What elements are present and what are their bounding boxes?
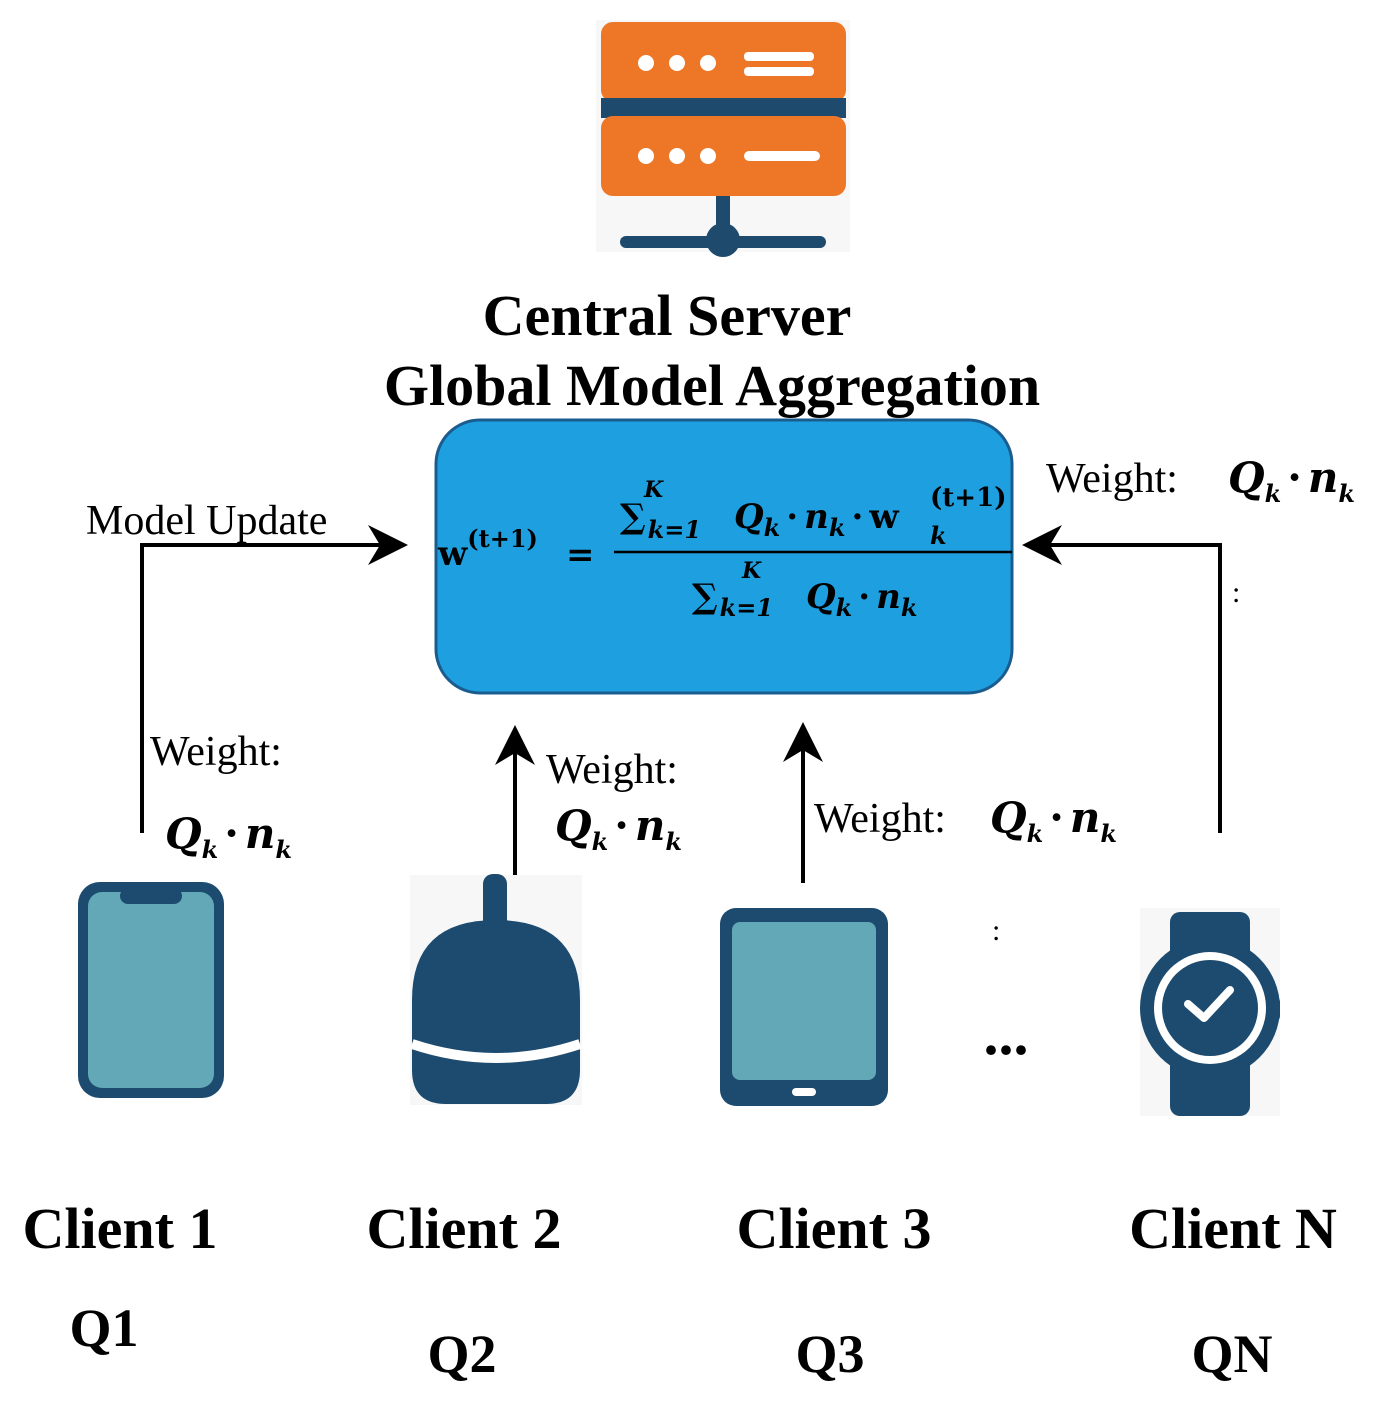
client-N-name: Client N — [1129, 1196, 1337, 1261]
arrow-client1-to-server — [140, 525, 408, 833]
svg-text:∑k=1: ∑k=1 — [692, 577, 773, 622]
server-title: Central Server — [483, 283, 852, 348]
svg-text:Qk·nk·w: Qk·nk·w — [734, 497, 899, 542]
denominator-limit: K — [741, 558, 762, 584]
numerator-w-sup: (t+1) — [930, 483, 1007, 513]
svg-text:w(t+1): w(t+1) — [437, 524, 538, 574]
server-rack-top — [601, 22, 846, 102]
formula-lhs-sup: (t+1) — [467, 524, 538, 553]
numerator-index: k=1 — [648, 515, 701, 544]
numerator-sum: ∑ — [620, 497, 646, 537]
smart-speaker-icon — [410, 874, 582, 1105]
numerator-body: Q — [734, 497, 764, 537]
numerator-n-sub: k — [829, 513, 846, 542]
numerator-body-sub: k — [764, 513, 781, 542]
weight-label-clientN: Weight: — [1046, 456, 1178, 502]
svg-text:∑k=1: ∑k=1 — [620, 497, 701, 544]
denominator-index: k=1 — [720, 593, 773, 622]
client-3-name: Client 3 — [737, 1196, 932, 1261]
client-N-quality: QN — [1192, 1324, 1273, 1384]
aggregation-box — [434, 418, 1014, 695]
client-2-name: Client 2 — [367, 1196, 562, 1261]
weight-expr-client3: Qk·nk — [990, 793, 1117, 848]
server-rack-bottom — [601, 116, 846, 196]
arrow-clientN-to-server — [1022, 525, 1222, 833]
smartphone-icon — [78, 882, 224, 1098]
tablet-icon — [720, 908, 888, 1106]
numerator-limit: K — [643, 477, 664, 503]
denominator-sum: ∑ — [692, 577, 718, 617]
vertical-dots-right: : — [1232, 576, 1240, 609]
numerator-n: n — [804, 497, 829, 537]
clients-ellipsis: ... — [984, 1001, 1029, 1067]
server-subtitle: Global Model Aggregation — [384, 353, 1040, 418]
smartwatch-icon — [1140, 908, 1280, 1116]
denominator-n: n — [876, 577, 901, 617]
denominator-body: Q — [806, 577, 836, 617]
svg-text:Qk·nk: Qk·nk — [806, 577, 917, 622]
client-3-quality: Q3 — [795, 1324, 864, 1384]
formula-lhs: w — [437, 534, 468, 574]
weight-label-client1: Weight: — [150, 729, 282, 775]
weight-expr-client2: Qk·nk — [555, 801, 682, 856]
weight-expr-client1: Qk·nk — [165, 809, 292, 864]
denominator-n-sub: k — [901, 593, 918, 622]
client-1-name: Client 1 — [23, 1196, 218, 1261]
server-divider — [601, 98, 846, 118]
numerator-dot1: · — [786, 497, 798, 537]
numerator-w: w — [868, 497, 899, 537]
weight-expr-clientN: Qk·nk — [1228, 453, 1355, 508]
client-1-quality: Q1 — [69, 1298, 138, 1358]
formula-equals: = — [566, 535, 595, 575]
weight-label-client2: Weight: — [546, 747, 678, 793]
denominator-dot: · — [858, 577, 870, 617]
server-icon — [596, 20, 850, 257]
client-2-quality: Q2 — [427, 1324, 496, 1384]
aggregation-formula: w(t+1) = ∑k=1 K Qk·nk·w k (t+1) ∑k=1 K Q… — [437, 477, 1012, 622]
denominator-body-sub: k — [836, 593, 853, 622]
vertical-dots-middle: : — [992, 914, 1000, 947]
numerator-w-sub: k — [930, 521, 947, 550]
model-update-label: Model Update — [86, 498, 327, 544]
weight-label-client3: Weight: — [814, 796, 946, 842]
numerator-dot2: · — [851, 497, 863, 537]
